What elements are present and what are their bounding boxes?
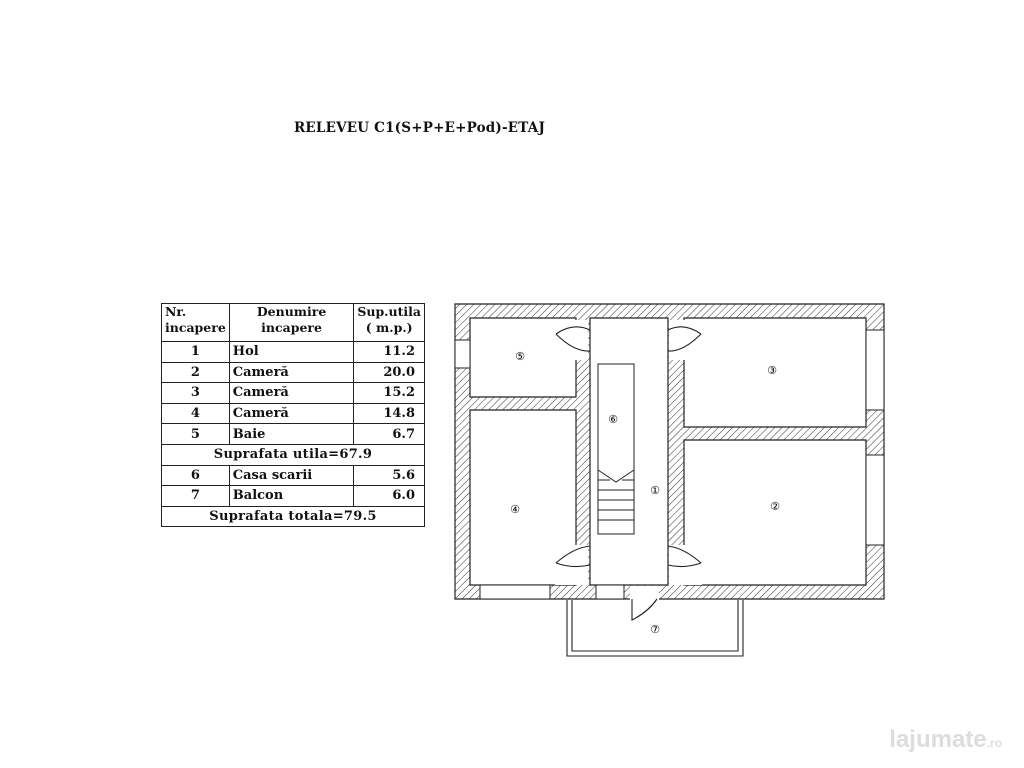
room-label-3: ③: [767, 364, 777, 377]
row-name: Cameră: [228, 382, 355, 404]
table-row: 3 Cameră 15.2: [161, 382, 425, 404]
subtotal-text: Suprafata utila=67.9: [161, 443, 425, 466]
table-header-row: Nr. incapere Denumire incapere Sup.utila…: [161, 303, 425, 342]
row-name: Baie: [228, 423, 355, 445]
subtotal-row: Suprafata utila=67.9: [161, 443, 425, 466]
table-row: 4 Cameră 14.8: [161, 402, 425, 425]
plan-title: RELEVEU C1(S+P+E+Pod)-ETAJ: [294, 120, 546, 136]
row-name: Cameră: [228, 361, 355, 384]
watermark-brand: lajumate: [889, 726, 987, 753]
room-label-4: ④: [510, 503, 520, 516]
row-area: 6.7: [353, 423, 425, 445]
room-label-7: ⑦: [650, 623, 660, 636]
table-row: 7 Balcon 6.0: [161, 485, 425, 507]
staircase: [597, 363, 635, 535]
watermark-suffix: .ro: [986, 736, 1002, 750]
total-row: Suprafata totala=79.5: [161, 505, 425, 528]
walls: [454, 303, 885, 600]
row-name: Casa scarii: [228, 464, 355, 487]
watermark-logo: lajumate.ro: [889, 726, 1002, 754]
row-name: Balcon: [228, 485, 355, 507]
table-row: 5 Baie 6.7: [161, 423, 425, 445]
row-area: 11.2: [353, 341, 425, 363]
total-text: Suprafata totala=79.5: [161, 505, 425, 528]
row-area: 5.6: [353, 464, 425, 487]
table-row: 1 Hol 11.2: [161, 341, 425, 363]
table-row: 6 Casa scarii 5.6: [161, 464, 425, 487]
balcony: [566, 600, 744, 657]
door-swings: [555, 326, 702, 621]
table-bottom-gap: [161, 526, 425, 531]
room-label-5: ⑤: [515, 350, 525, 363]
door-openings: [555, 320, 702, 600]
header-area: Sup.utila ( m.p.): [353, 303, 425, 342]
room-label-1: ①: [650, 484, 660, 497]
room-table: Nr. incapere Denumire incapere Sup.utila…: [161, 303, 425, 531]
header-name: Denumire incapere: [228, 303, 355, 342]
row-area: 20.0: [353, 361, 425, 384]
room-label-6: ⑥: [608, 413, 618, 426]
table-row: 2 Cameră 20.0: [161, 361, 425, 384]
windows: [454, 329, 885, 600]
header-nr: Nr. incapere: [161, 303, 230, 342]
room-label-2: ②: [770, 500, 780, 513]
row-name: Hol: [228, 341, 355, 363]
row-name: Cameră: [228, 402, 355, 425]
